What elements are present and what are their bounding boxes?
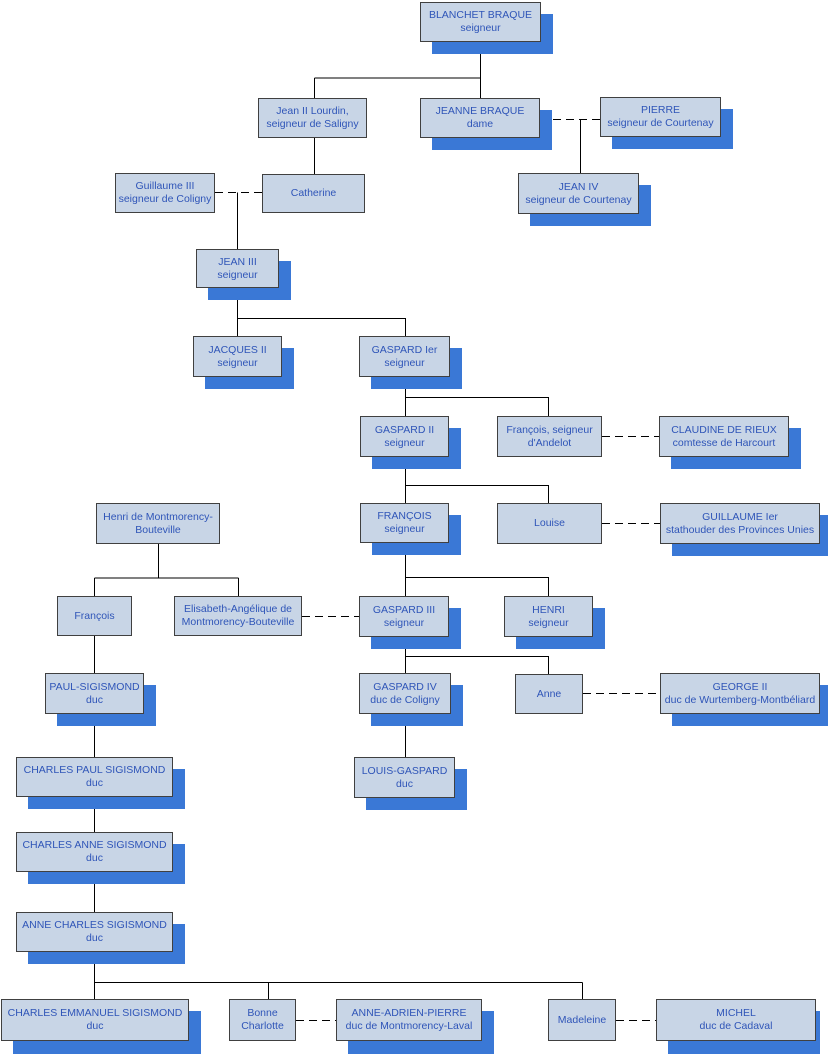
person-name: Catherine: [290, 187, 337, 199]
person-title: duc: [86, 852, 103, 864]
person-anne: Anne: [515, 674, 583, 714]
person-name: PAUL-SIGISMOND: [49, 680, 140, 693]
person-title: duc de Wurtemberg-Montbéliard: [664, 693, 816, 706]
person-name: Madeleine: [557, 1013, 607, 1026]
person-francois-montmorency: François: [57, 596, 132, 636]
person-name: GEORGE II: [712, 680, 768, 693]
person-catherine: Catherine: [262, 174, 365, 213]
person-name: Anne: [536, 687, 562, 700]
person-title: duc: [86, 693, 103, 706]
person-henri-de-montmorency: Henri de Montmorency-Bouteville: [96, 503, 220, 544]
person-name: François: [74, 609, 115, 622]
person-name: ANNE CHARLES SIGISMOND: [22, 919, 167, 931]
person-title: seigneur de Courtenay: [607, 117, 714, 129]
person-title: Montmorency-Bouteville: [181, 616, 295, 628]
person-name: BLANCHET BRAQUE: [428, 9, 533, 21]
person-name: JEANNE BRAQUE: [435, 105, 525, 117]
person-title: dame: [466, 118, 494, 130]
person-title: duc de Cadaval: [699, 1020, 773, 1032]
person-title: duc: [86, 932, 103, 944]
person-name: JEAN IV: [558, 180, 599, 193]
person-title: seigneur: [217, 268, 258, 281]
person-title: seigneur: [383, 616, 425, 629]
person-title: duc: [86, 1020, 104, 1032]
person-name: CHARLES PAUL SIGISMOND: [23, 764, 166, 776]
person-name: CLAUDINE DE RIEUX: [671, 423, 777, 436]
person-title: duc de Coligny: [370, 693, 440, 706]
person-name: FRANÇOIS: [377, 510, 432, 522]
person-name: Henri de Montmorency-: [103, 510, 213, 523]
person-name: MICHEL: [716, 1007, 756, 1019]
person-name: PIERRE: [640, 104, 681, 116]
person-name: JACQUES II: [208, 343, 267, 356]
person-title: seigneur de Courtenay: [525, 193, 632, 206]
person-title: comtesse de Harcourt: [672, 436, 776, 449]
person-name: GASPARD IV: [373, 680, 437, 693]
person-name: François, seigneur: [506, 423, 593, 436]
person-name: GASPARD II: [374, 423, 435, 436]
person-title: seigneur: [384, 523, 425, 535]
person-title: seigneur: [384, 356, 425, 369]
person-name: LOUIS-GASPARD: [361, 764, 448, 777]
person-jean-ii-lourdin: Jean II Lourdin,seigneur de Saligny: [258, 98, 367, 138]
person-title: duc: [86, 777, 103, 789]
person-name: Louise: [534, 517, 565, 529]
person-name: HENRI: [532, 603, 565, 616]
person-madeleine: Madeleine: [548, 999, 616, 1041]
person-title: seigneur: [528, 616, 569, 629]
person-name: GUILLAUME Ier: [702, 510, 778, 523]
person-name: GASPARD III: [372, 603, 436, 616]
person-title: d'Andelot: [527, 436, 572, 449]
person-title: seigneur: [460, 22, 501, 34]
person-title: duc: [396, 777, 413, 790]
person-title: seigneur de Saligny: [266, 118, 359, 130]
person-name: Elisabeth-Angélique de: [184, 603, 292, 615]
person-name: ANNE-ADRIEN-PIERRE: [351, 1007, 467, 1019]
person-title: duc de Montmorency-Laval: [345, 1020, 473, 1032]
person-name: Jean II Lourdin,: [276, 105, 349, 117]
person-louise: Louise: [497, 503, 602, 544]
person-name: CHARLES ANNE SIGISMOND: [22, 839, 167, 851]
person-title: seigneur de Coligny: [118, 193, 212, 205]
person-title: seigneur: [384, 436, 425, 449]
person-title: seigneur: [217, 356, 258, 369]
person-name: CHARLES EMMANUEL SIGISMOND: [7, 1007, 183, 1019]
person-title: Charlotte: [241, 1020, 284, 1032]
person-name: JEAN III: [218, 255, 257, 268]
person-name: GASPARD Ier: [371, 343, 438, 356]
person-title: Bouteville: [135, 523, 181, 536]
person-name: Bonne: [247, 1007, 278, 1019]
person-name: Guillaume III: [135, 180, 195, 192]
person-title: stathouder des Provinces Unies: [665, 523, 815, 536]
